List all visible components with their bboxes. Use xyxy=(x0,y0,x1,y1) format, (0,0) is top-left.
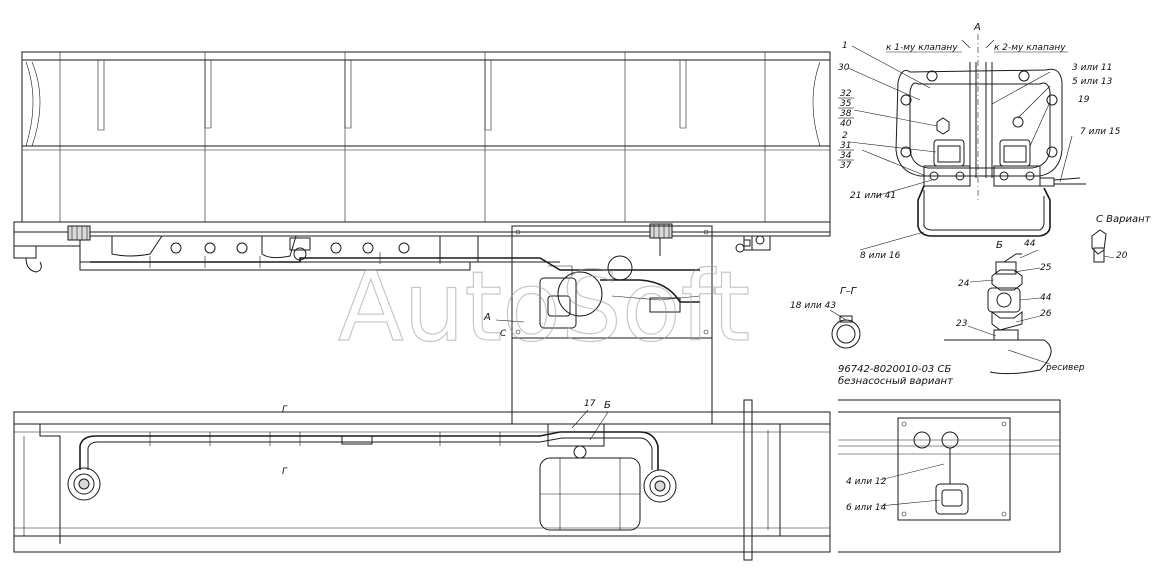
watermark-logo: AutoSoft xyxy=(338,251,750,363)
callout-6-14: 6 или 14 xyxy=(846,503,887,513)
callout-35: 35 xyxy=(840,99,852,109)
callout-5-13: 5 или 13 xyxy=(1072,77,1113,87)
view-b-mark: Б xyxy=(604,400,611,411)
plate-detail: 4 или 12 6 или 14 xyxy=(838,399,1061,553)
callout-21-41: 21 или 41 xyxy=(850,191,896,201)
variant-c-detail: С Вариант 20 xyxy=(1091,214,1152,263)
callout-25: 25 xyxy=(1040,263,1052,273)
callout-44-top: 44 xyxy=(1024,239,1036,249)
drawing-number: 96742-8020010-03 СБ xyxy=(838,364,951,375)
wheel-left xyxy=(67,467,101,501)
view-a-title: А xyxy=(973,22,981,33)
spring-right xyxy=(649,223,673,239)
callout-17: 17 xyxy=(584,399,596,409)
callout-4-12: 4 или 12 xyxy=(846,477,887,487)
callout-1: 1 xyxy=(842,41,848,51)
callout-24: 24 xyxy=(958,279,970,289)
spring-left xyxy=(67,225,91,241)
air-receiver xyxy=(539,423,641,531)
callout-44-side: 44 xyxy=(1040,293,1052,303)
callout-32: 32 xyxy=(840,89,852,99)
callout-19: 19 xyxy=(1078,95,1090,105)
callout-34: 34 xyxy=(840,151,852,161)
section-mark-top: Г xyxy=(282,405,288,415)
callout-38: 38 xyxy=(840,109,852,119)
view-a-detail: А к 1-му клапану к 2-му клапану xyxy=(838,22,1121,261)
section-mark-bottom: Г xyxy=(282,467,288,477)
view-a-mark: А xyxy=(483,312,491,323)
callout-31: 31 xyxy=(840,141,851,151)
section-gg-detail: Г–Г 18 или 43 xyxy=(790,286,861,349)
label-receiver: ресивер xyxy=(1045,363,1085,373)
callout-7-15: 7 или 15 xyxy=(1080,127,1121,137)
callout-3-11: 3 или 11 xyxy=(1072,63,1112,73)
view-c-mark: С xyxy=(500,329,507,339)
callout-30: 30 xyxy=(838,63,850,73)
wheel-right xyxy=(643,469,677,503)
variant-c-title: С Вариант xyxy=(1096,214,1152,225)
section-gg-title: Г–Г xyxy=(840,286,858,297)
note-valve-1: к 1-му клапану xyxy=(886,43,958,53)
drawing-subtitle: безнасосный вариант xyxy=(838,375,954,387)
view-b-detail: Б 44 25 24 44 26 23 ресивер xyxy=(944,239,1085,375)
callout-37: 37 xyxy=(840,161,852,171)
callout-2: 2 xyxy=(842,131,848,141)
side-view: А С xyxy=(13,51,831,425)
callout-8-16: 8 или 16 xyxy=(860,251,901,261)
view-b-title: Б xyxy=(996,240,1003,251)
note-valve-2: к 2-му клапану xyxy=(994,43,1066,53)
callout-26: 26 xyxy=(1040,309,1052,319)
callout-18-43: 18 или 43 xyxy=(790,301,836,311)
plan-view: Г Г xyxy=(13,399,831,561)
callout-20: 20 xyxy=(1116,251,1128,261)
callout-23: 23 xyxy=(956,319,968,329)
callout-40: 40 xyxy=(840,119,852,129)
